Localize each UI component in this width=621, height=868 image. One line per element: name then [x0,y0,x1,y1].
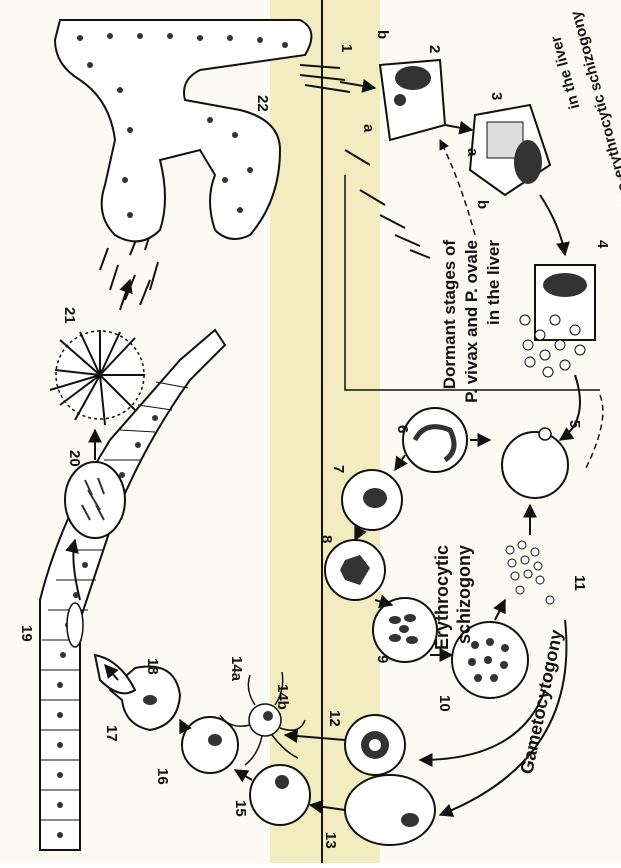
label-b-1: b [374,30,391,39]
label-3: 3 [488,92,505,100]
stage-20-oocyst [65,462,125,538]
label-14b: 14b [274,684,291,710]
label-14a: 14a [228,656,245,682]
label-13: 13 [322,832,339,849]
label-10: 10 [436,695,453,712]
label-b-2: b [474,200,491,209]
label-20: 20 [66,450,83,467]
label-5: 5 [566,420,583,428]
label-18: 18 [144,658,161,675]
stage-11-merozoites [506,541,554,604]
stage-8-amoeboid-trophozoite [325,540,385,600]
exo-erythrocytic-title: Exo-erythrocytic schizogony [567,8,621,211]
label-21: 21 [61,307,78,324]
stage-13-macrogametocyte [345,775,435,845]
stage-5-erythrocyte [502,428,568,498]
label-a-1: a [360,124,377,133]
label-12: 12 [326,710,343,727]
stage-9-schizont [373,598,437,662]
label-8: 8 [318,535,335,543]
stage-21-bursting-oocyst [50,330,145,425]
stage-15-macrogamete [250,765,310,825]
stage-4-liver-schizont [520,265,595,377]
label-2: 2 [426,45,443,53]
label-1: 1 [338,44,355,52]
label-15: 15 [232,800,249,817]
label-7: 7 [330,465,347,473]
label-22: 22 [254,95,271,112]
stage-12-microgametocyte [345,715,405,775]
stage-16-zygote [182,717,238,773]
stage-7-trophozoite [342,470,402,530]
label-6: 6 [394,425,411,433]
stage-6-ring-form [403,408,467,472]
label-9: 9 [374,655,391,663]
erythrocytic-caption-line2: schizogony [454,545,474,644]
label-11: 11 [571,575,588,591]
label-17: 17 [103,725,120,742]
dormant-caption-line1: Dormant stages of [440,240,459,390]
relapse-dashed-line [585,395,603,470]
erythrocytic-caption-line1: Erythrocytic [432,545,452,650]
dormant-caption-line3: in the liver [484,240,503,325]
stage-19-ookinete [67,603,83,647]
label-a-2: a [464,148,481,157]
stage-3-liver-cell [470,105,550,195]
label-4: 4 [594,240,611,249]
label-16: 16 [154,768,171,785]
dormant-caption-line2: P. vivax and P. ovale [462,240,481,403]
stage-2-liver-cell [380,60,445,140]
label-19: 19 [18,625,35,642]
